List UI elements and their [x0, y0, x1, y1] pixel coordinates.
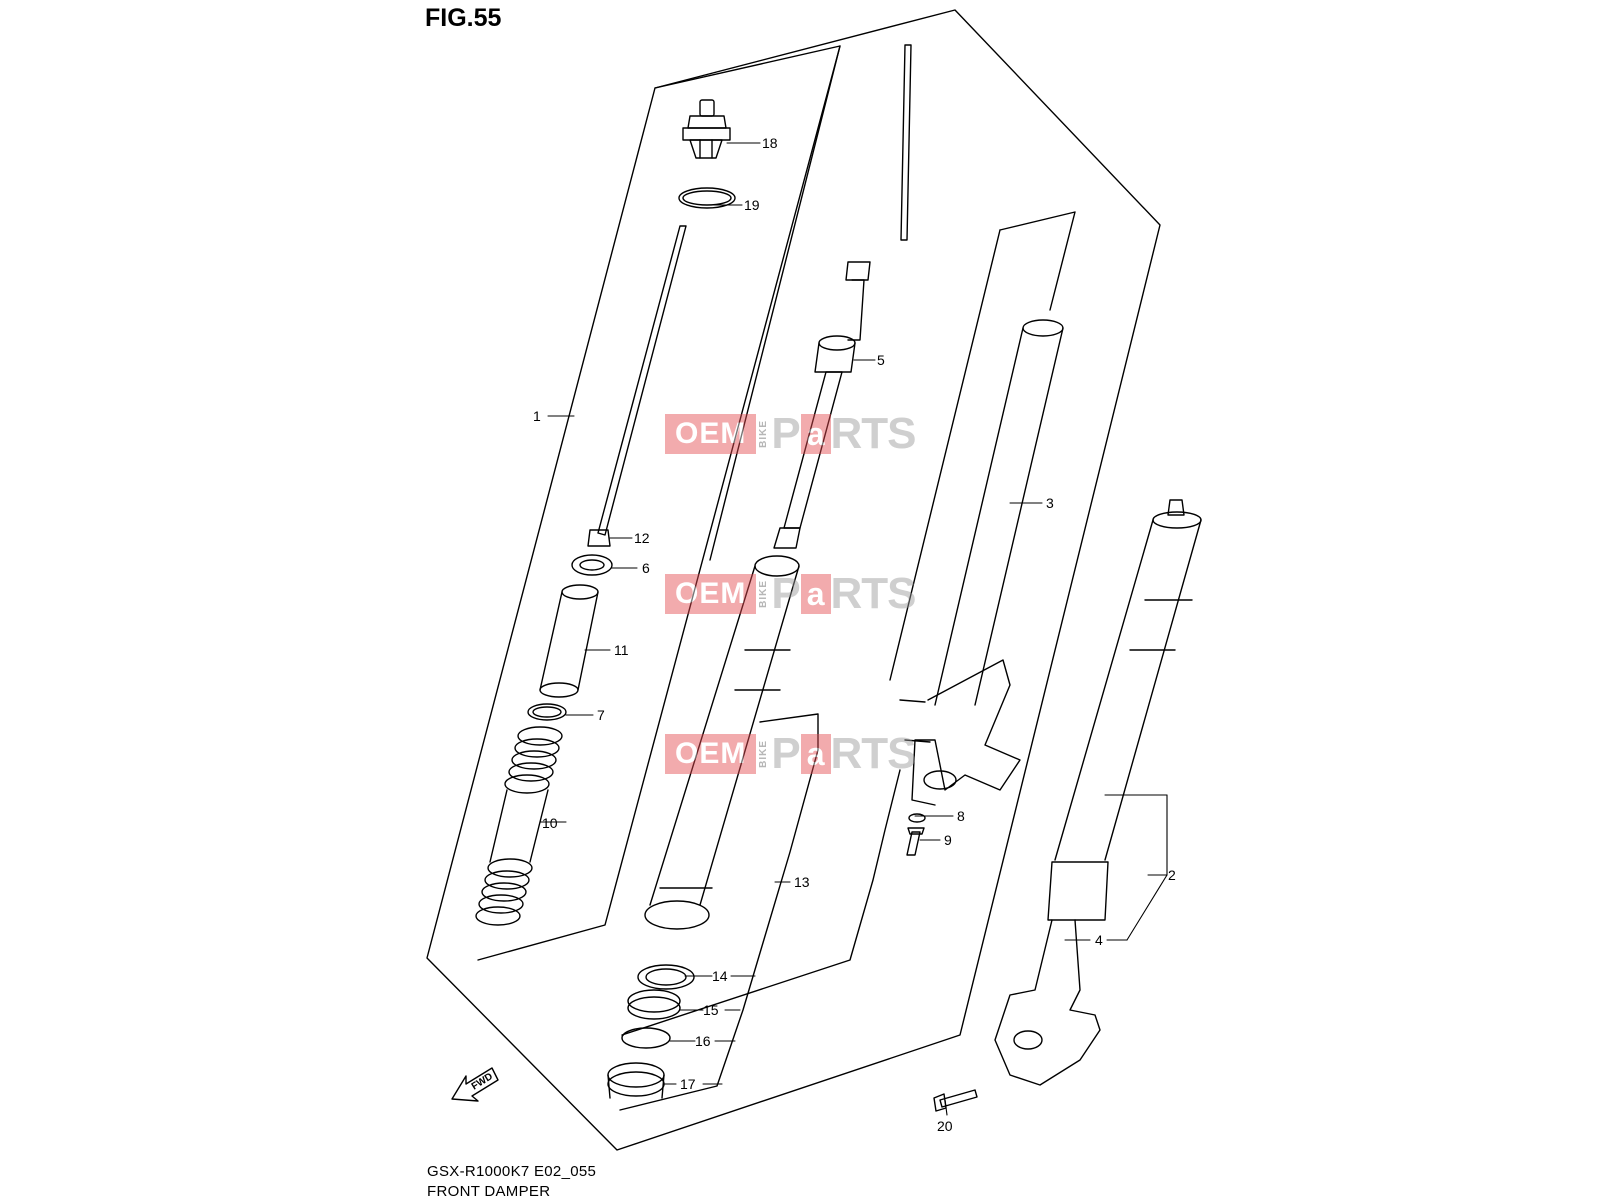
callout-13: 13: [794, 874, 810, 890]
callout-6: 6: [642, 560, 650, 576]
part-7-seat: [527, 703, 567, 721]
callout-14: 14: [712, 968, 728, 984]
part-13-inner-tube: [644, 555, 800, 930]
figure-title: FIG.55: [425, 4, 502, 32]
tube-group-outline: [709, 45, 841, 561]
part-2-front-fork-assy: [994, 499, 1202, 1086]
part-16-stopper-ring: [621, 1027, 671, 1049]
part-6-washer: [571, 554, 613, 576]
callout-2: 2: [1168, 867, 1176, 883]
callout-4: 4: [1095, 932, 1103, 948]
outer-tube-group-outline: [999, 211, 1076, 311]
cartridge-group-outline: [477, 45, 841, 961]
fwd-arrow: [451, 1067, 499, 1102]
outer-assembly-outline: [426, 9, 1161, 1151]
callout-10: 10: [542, 815, 558, 831]
callout-1: 1: [533, 408, 541, 424]
part-17-dust-seal: [607, 1062, 665, 1099]
part-10-spring: [475, 726, 563, 926]
callout-5: 5: [877, 352, 885, 368]
part-18-top-cap: [682, 99, 731, 159]
callout-7: 7: [597, 707, 605, 723]
part-1-rod: [597, 225, 687, 536]
part-14-washer: [637, 964, 695, 990]
part-11-spacer-tube: [539, 584, 599, 698]
callout-9: 9: [944, 832, 952, 848]
watermark-logo: OEM BIKE P a RTS: [665, 409, 917, 458]
callout-3: 3: [1046, 495, 1054, 511]
watermark-logo: OEM BIKE P a RTS: [665, 729, 917, 778]
part-5-damper-rod: [773, 44, 912, 549]
callout-18: 18: [762, 135, 778, 151]
part-8-washer: [908, 813, 926, 823]
part-15-oil-seal: [627, 989, 681, 1020]
model-code-caption: GSX-R1000K7 E02_055: [427, 1163, 597, 1180]
part-12-nut: [587, 529, 611, 547]
callout-17: 17: [680, 1076, 696, 1092]
part-19-o-ring: [678, 187, 736, 209]
callout-20: 20: [937, 1118, 953, 1134]
callout-16: 16: [695, 1033, 711, 1049]
figure-name-caption: FRONT DAMPER: [427, 1183, 551, 1200]
callout-8: 8: [957, 808, 965, 824]
part-3-outer-tube: [899, 319, 1064, 806]
part-9-bolt: [906, 827, 925, 856]
callout-15: 15: [703, 1002, 719, 1018]
callout-12: 12: [634, 530, 650, 546]
watermark-logo: OEM BIKE P a RTS: [665, 569, 917, 618]
part-20-bolt: [933, 1089, 978, 1112]
callout-19: 19: [744, 197, 760, 213]
callout-11: 11: [614, 642, 629, 658]
